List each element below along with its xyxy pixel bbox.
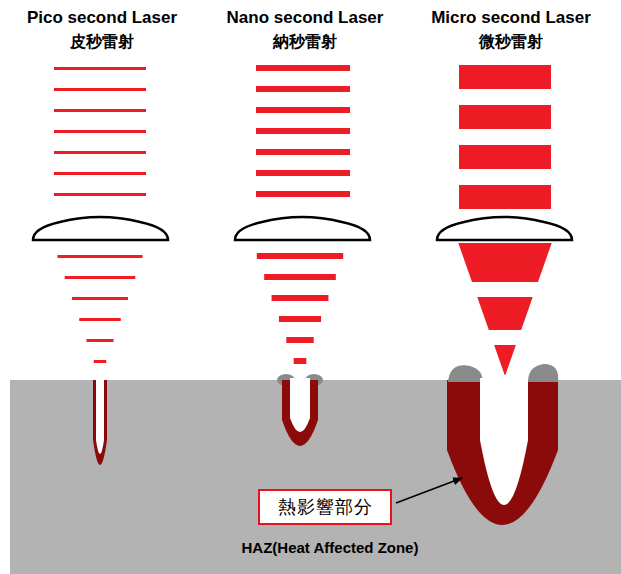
lens (437, 217, 572, 240)
beam-stroke (94, 360, 106, 363)
beam-stroke (256, 128, 350, 134)
beam-stroke (72, 297, 128, 300)
beam-stroke (256, 191, 350, 197)
beam-stroke (54, 151, 146, 154)
spatter (528, 364, 558, 382)
laser-title-chinese: 皮秒雷射 (70, 32, 134, 53)
beam-stroke (494, 345, 516, 375)
beam-stroke (54, 88, 146, 91)
beam-stroke (459, 105, 551, 129)
laser-title-chinese: 微秒雷射 (479, 32, 543, 53)
laser-title-chinese: 納秒雷射 (273, 32, 337, 53)
beam-stroke (65, 276, 136, 279)
beam-stroke (279, 316, 321, 322)
lens (235, 217, 370, 240)
beam-stroke (286, 337, 313, 343)
beam-stroke (54, 130, 146, 133)
beam-stroke (256, 65, 350, 71)
hole-nano (290, 378, 310, 432)
beam-stroke (256, 86, 350, 92)
lens (33, 217, 168, 240)
beam-stroke (477, 297, 532, 330)
laser-title: Nano second Laser (227, 8, 384, 28)
callout-text: 熱影響部分 (260, 495, 390, 519)
beam-stroke (459, 185, 551, 209)
leader-arrow (396, 478, 462, 503)
beam-stroke (256, 149, 350, 155)
beam-stroke (54, 193, 146, 196)
hole-pico (96, 378, 104, 454)
callout-box: 熱影響部分 (258, 489, 392, 525)
laser-title: Pico second Laser (27, 8, 177, 28)
beam-stroke (256, 170, 350, 176)
beam-stroke (54, 67, 146, 70)
beam-stroke (459, 145, 551, 169)
beam-stroke (87, 339, 114, 342)
beam-stroke (264, 274, 336, 280)
laser-title: Micro second Laser (431, 8, 591, 28)
beam-stroke (458, 243, 551, 282)
beam-stroke (54, 109, 146, 112)
caption-label: HAZ(Heat Affected Zone) (242, 539, 419, 556)
hole-micro (480, 378, 528, 505)
beam-stroke (257, 253, 343, 259)
beam-stroke (272, 295, 329, 301)
beam-stroke (294, 358, 307, 364)
beam-stroke (54, 172, 146, 175)
beam-stroke (459, 65, 551, 89)
beam-stroke (57, 255, 142, 258)
beam-stroke (256, 107, 350, 113)
beam-stroke (79, 318, 121, 321)
spatter (448, 365, 482, 382)
